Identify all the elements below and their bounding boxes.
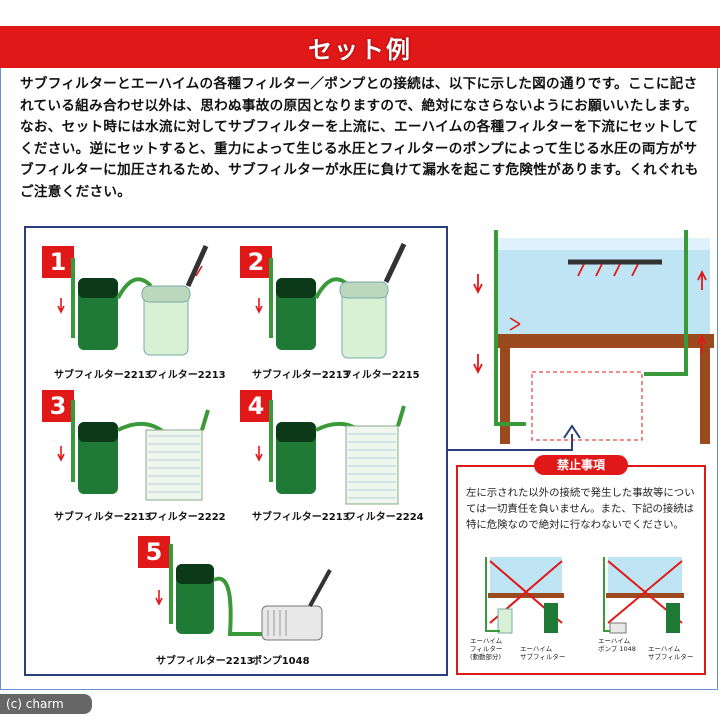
step-5-left-caption: サブフィルター2213 — [156, 656, 254, 667]
page-title: セット例 — [308, 36, 412, 64]
step-number-4: 4 — [240, 390, 272, 422]
prohibited-box: 禁止事項 左に示された以外の接続で発生した事故等については一切責任を負いません。… — [456, 455, 706, 675]
step-number-3: 3 — [42, 390, 74, 422]
prohibited-right-label-4: サブフィルター — [648, 653, 694, 661]
setup-diagram-2 — [255, 242, 407, 359]
step-1-left-caption: サブフィルター2213 — [54, 370, 152, 381]
copyright-tag: (c) charm — [0, 694, 92, 714]
step-number-1: 1 — [42, 246, 74, 278]
setup-diagram-3 — [57, 400, 210, 501]
setup-diagram-1 — [57, 244, 209, 356]
step-1-right-caption: フィルター2213 — [148, 370, 226, 381]
setup-diagram-4 — [255, 400, 406, 505]
prohibited-right-label-3: エーハイム — [648, 645, 681, 653]
aquarium-setup-diagram — [473, 230, 714, 444]
step-3-right-caption: フィルター2222 — [148, 512, 226, 523]
step-2-right-caption: フィルター2215 — [342, 370, 420, 381]
prohibited-left-label-1: エーハイム — [470, 637, 503, 645]
prohibited-text: 左に示された以外の接続で発生した事故等については一切責任を負いません。また、下記… — [466, 487, 695, 531]
setup-examples-panel: 1 サブフィルター2213 フィルター2213 2 サブフィルター2213 フィ… — [24, 226, 448, 676]
connector-arrow — [448, 424, 581, 451]
step-number-5: 5 — [138, 536, 170, 568]
prohibited-left-label-2: フィルター — [470, 645, 503, 653]
intro-paragraph: サブフィルターとエーハイムの各種フィルター／ポンプとの接続は、以下に示した図の通… — [20, 76, 699, 200]
step-5-right-caption: ポンプ1048 — [252, 656, 310, 667]
setup-diagram-5 — [155, 544, 332, 641]
prohibited-right-label-2: ポンプ 1048 — [598, 645, 636, 653]
prohibited-left-label-5: サブフィルター — [520, 653, 566, 661]
prohibited-diagrams — [485, 557, 684, 634]
step-4-right-caption: フィルター2224 — [346, 512, 424, 523]
step-4-left-caption: サブフィルター2213 — [252, 512, 350, 523]
step-3-left-caption: サブフィルター2213 — [54, 512, 152, 523]
prohibited-right-label-1: エーハイム — [598, 637, 631, 645]
prohibited-title: 禁止事項 — [534, 455, 628, 475]
title-banner — [0, 26, 720, 68]
step-2-left-caption: サブフィルター2213 — [252, 370, 350, 381]
prohibited-left-label-4: エーハイム — [520, 645, 553, 653]
step-number-2: 2 — [240, 246, 272, 278]
prohibited-left-label-3: (動動部分) — [470, 653, 502, 661]
